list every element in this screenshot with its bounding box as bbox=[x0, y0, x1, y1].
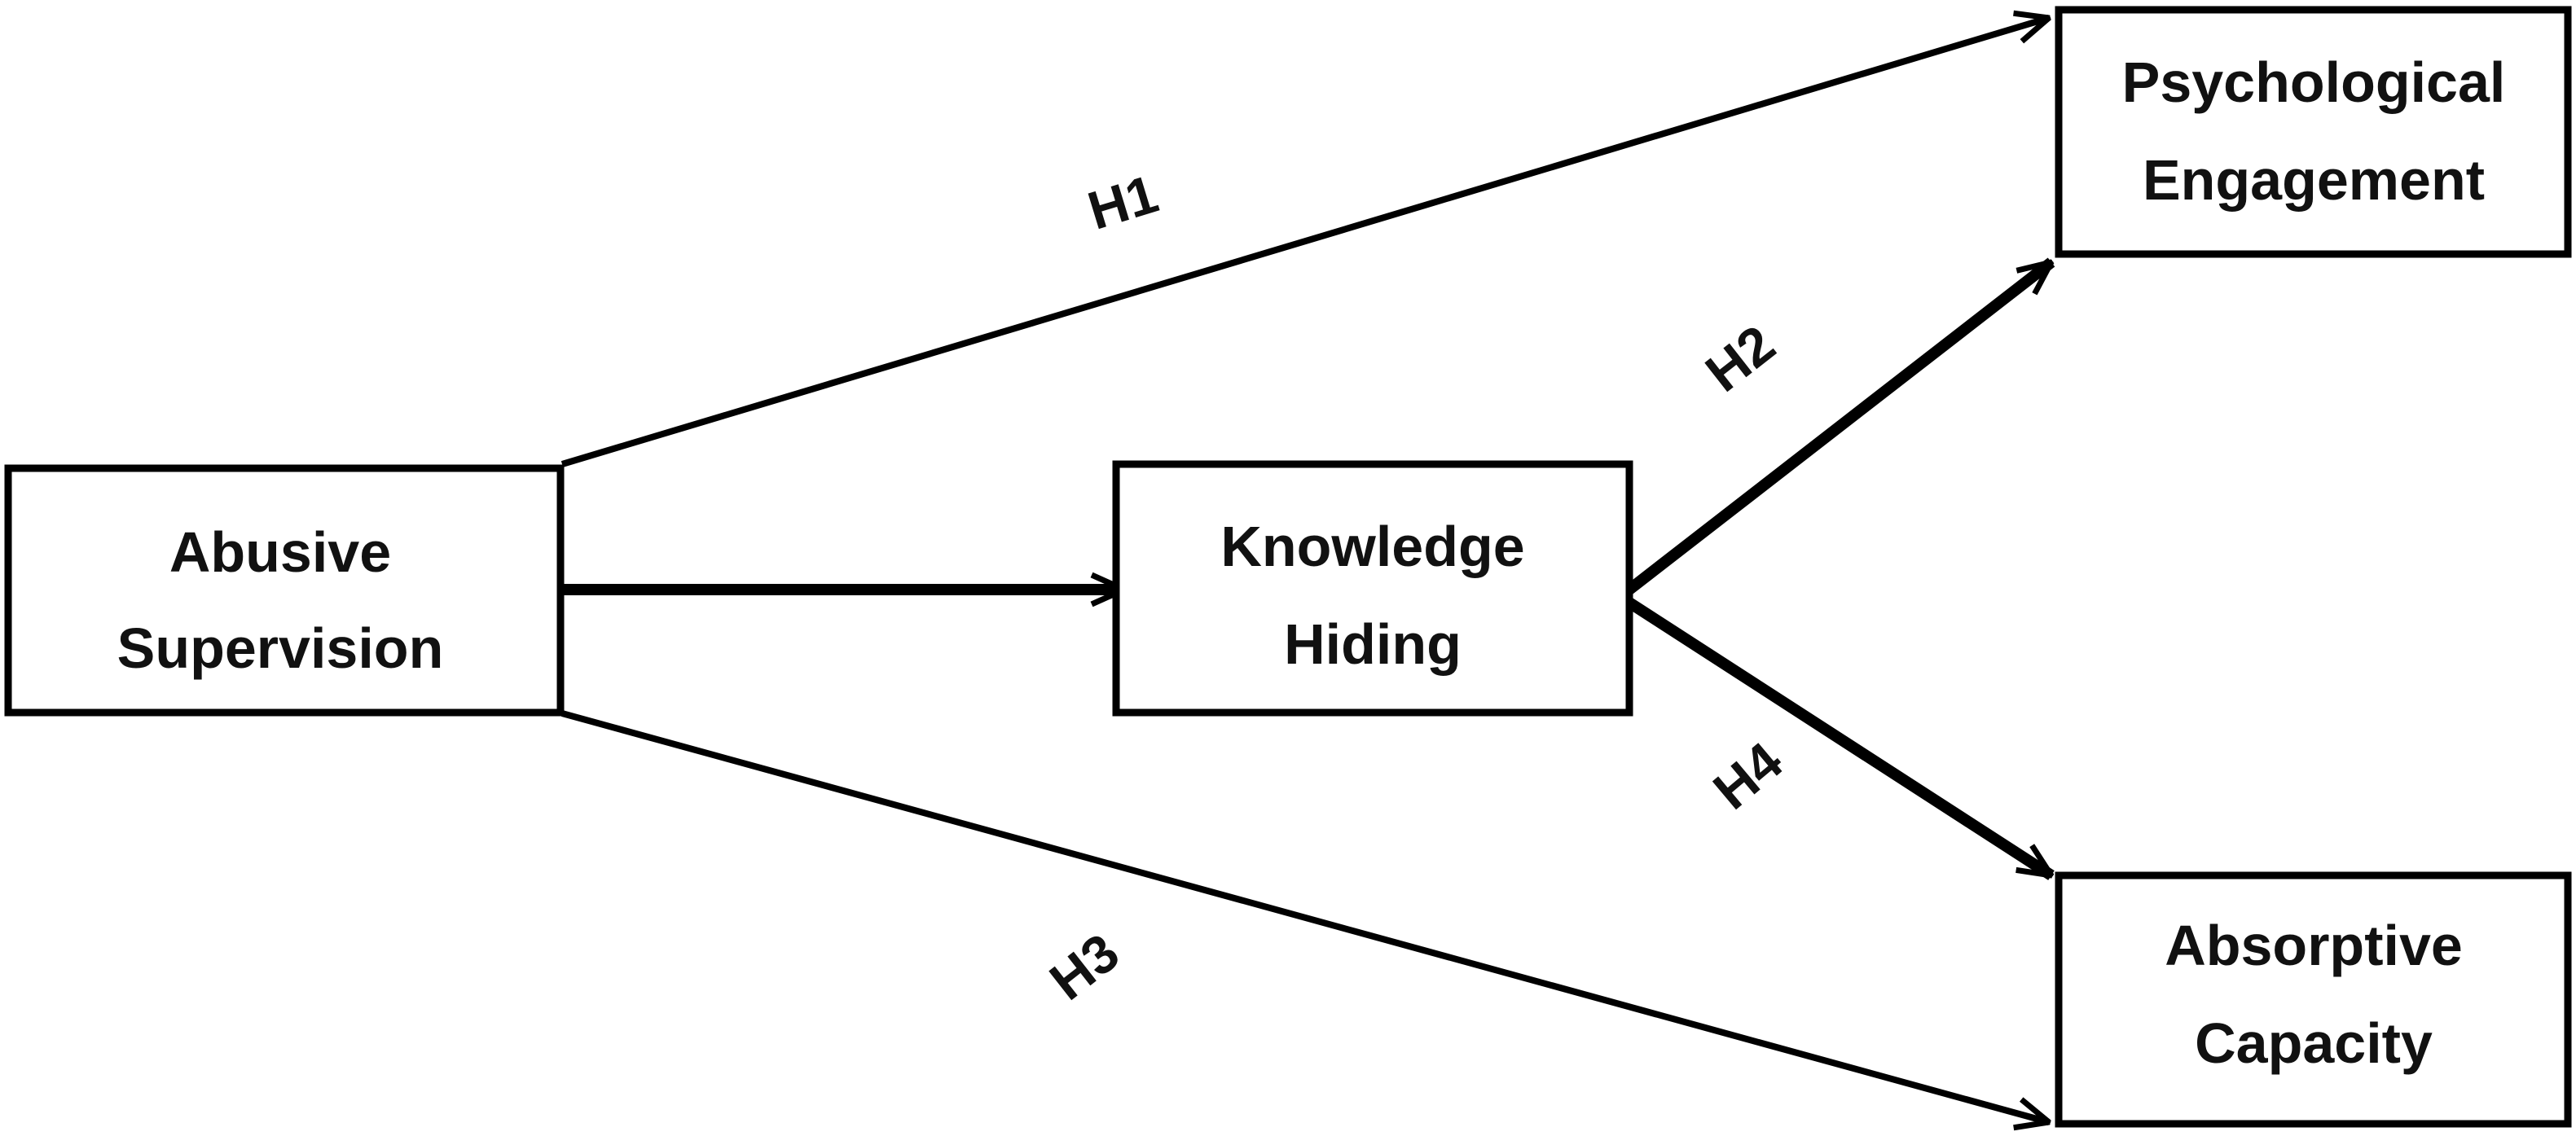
node-psychological-engagement: Psychological Engagement bbox=[2055, 6, 2572, 258]
node-label-line2: Hiding bbox=[1284, 612, 1462, 676]
node-label-line2: Capacity bbox=[2195, 1011, 2433, 1075]
label-h4: H4 bbox=[1702, 730, 1793, 821]
node-box bbox=[2055, 6, 2572, 258]
node-label-line1: Absorptive bbox=[2165, 914, 2463, 977]
node-label-line2: Engagement bbox=[2143, 148, 2485, 212]
node-absorptive-capacity: Absorptive Capacity bbox=[2055, 871, 2572, 1128]
arrow-h2 bbox=[1625, 257, 2051, 594]
node-label-line2: Supervision bbox=[117, 616, 444, 680]
node-label-line1: Abusive bbox=[169, 520, 391, 584]
node-box bbox=[1112, 460, 1633, 717]
node-knowledge-hiding: Knowledge Hiding bbox=[1112, 460, 1633, 717]
label-h1: H1 bbox=[1081, 163, 1164, 240]
label-h2: H2 bbox=[1695, 314, 1786, 403]
node-box bbox=[4, 464, 565, 717]
node-abusive-supervision: Abusive Supervision bbox=[4, 464, 565, 717]
arrow-h3 bbox=[560, 710, 2049, 1122]
arrow-h1 bbox=[560, 18, 2049, 467]
node-label-line1: Knowledge bbox=[1220, 515, 1524, 578]
arrow-h4 bbox=[1626, 598, 2051, 880]
label-h3: H3 bbox=[1039, 922, 1130, 1011]
node-box bbox=[2055, 871, 2572, 1128]
node-label-line1: Psychological bbox=[2122, 50, 2506, 114]
